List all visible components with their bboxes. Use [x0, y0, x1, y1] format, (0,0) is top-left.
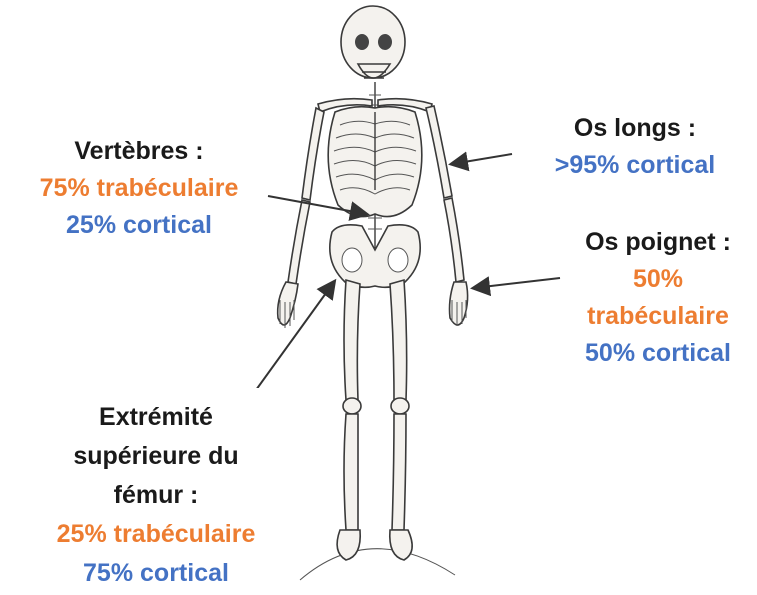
os-poignet-trabecular-word: trabéculaire	[560, 298, 756, 335]
os-poignet-trabecular-value: 50%	[560, 261, 756, 298]
femur-line3: fémur :	[18, 476, 294, 515]
os-longs-cortical: >95% cortical	[515, 147, 755, 184]
femur-label: Extrémité supérieure du fémur : 25% trab…	[18, 398, 294, 593]
os-longs-arrow	[452, 154, 512, 164]
rib-cage	[328, 107, 422, 217]
femur-line1: Extrémité	[18, 398, 294, 437]
vertebres-trabecular: 75% trabéculaire	[8, 170, 270, 207]
os-longs-title: Os longs :	[515, 110, 755, 147]
vertebres-title: Vertèbres :	[8, 133, 270, 170]
os-poignet-label: Os poignet : 50% trabéculaire 50% cortic…	[560, 224, 756, 372]
femur-line2: supérieure du	[18, 437, 294, 476]
ground-arc	[300, 549, 455, 580]
left-arm	[426, 106, 468, 326]
right-arm	[278, 108, 324, 328]
legs	[337, 280, 412, 560]
vertebres-label: Vertèbres : 75% trabéculaire 25% cortica…	[8, 133, 270, 244]
os-poignet-cortical: 50% cortical	[560, 335, 756, 372]
femur-cortical: 75% cortical	[18, 554, 294, 593]
vertebres-cortical: 25% cortical	[8, 207, 270, 244]
skull	[341, 6, 405, 78]
os-poignet-arrow	[474, 278, 560, 288]
os-poignet-title: Os poignet :	[560, 224, 756, 261]
femur-trabecular: 25% trabéculaire	[18, 515, 294, 554]
os-longs-label: Os longs : >95% cortical	[515, 110, 755, 184]
